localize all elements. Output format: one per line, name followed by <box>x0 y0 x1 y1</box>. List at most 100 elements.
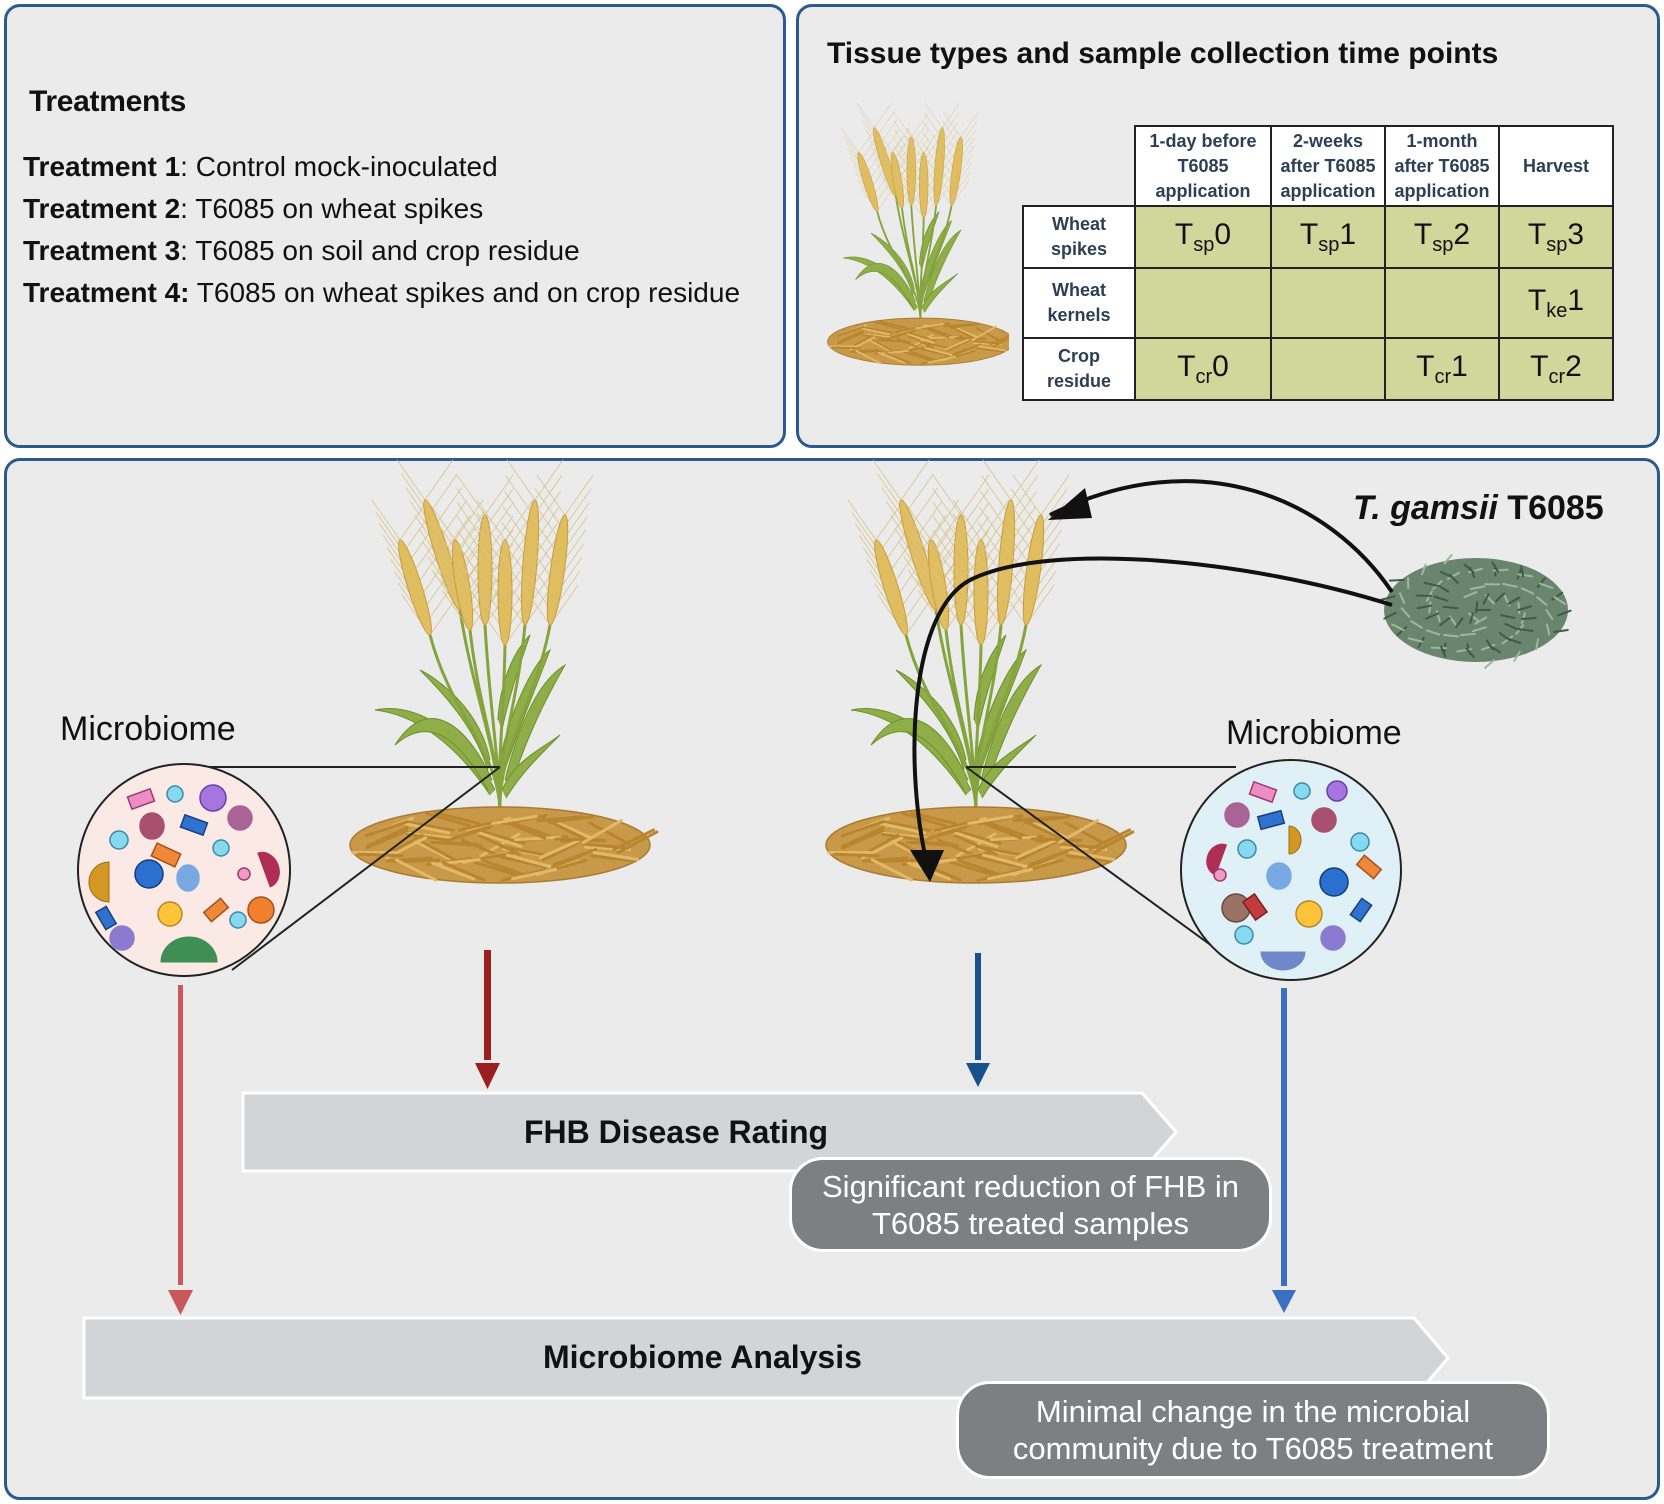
microbe-shape <box>109 925 135 951</box>
arrow-treated-fhb <box>966 953 990 1087</box>
microbe-shape <box>1260 951 1306 971</box>
tissue-panel-title: Tissue types and sample collection time … <box>827 37 1499 70</box>
row-header-line: Wheat <box>1052 214 1106 234</box>
arrow-control-fhb <box>475 950 500 1089</box>
tissue-panel: Tissue types and sample collection time … <box>796 4 1660 448</box>
microbe-shape <box>1237 839 1257 859</box>
microbe-shape <box>139 812 165 840</box>
zoom-line <box>231 766 501 971</box>
treatment-item: Treatment 2: T6085 on wheat spikes <box>23 193 484 224</box>
arrow-control-microbiome <box>168 985 193 1315</box>
fhb-result-callout: Significant reduction of FHB in T6085 tr… <box>789 1157 1272 1252</box>
microbe-shape <box>166 785 184 803</box>
wheat-plant-treated <box>825 459 1135 884</box>
column-header-line: 2-weeks <box>1292 130 1364 151</box>
microbiome-circle-control <box>77 763 291 977</box>
column-header-line: application <box>1280 180 1376 201</box>
sample-cell: Tke1 <box>1498 267 1614 339</box>
microbe-shape <box>199 784 227 812</box>
microbiome-banner-label: Microbiome Analysis <box>543 1339 862 1375</box>
wheat-plant-control <box>349 459 659 884</box>
microbe-shape <box>88 861 110 903</box>
microbe-shape <box>150 842 182 868</box>
treatment-item: Treatment 3: T6085 on soil and crop resi… <box>23 235 580 266</box>
microbe-shape <box>1349 897 1373 923</box>
microbe-shape <box>1311 807 1337 833</box>
row-header-line: residue <box>1046 371 1112 391</box>
row-header: Wheat kernels <box>1022 267 1136 339</box>
microbe-shape <box>109 830 129 850</box>
microbe-shape <box>176 864 200 892</box>
column-header-line: application <box>1155 180 1251 201</box>
microbiome-result-callout: Minimal change in the microbial communit… <box>956 1381 1550 1479</box>
row-header-line: Crop <box>1058 346 1100 366</box>
column-header: 2-weeks after T6085 application <box>1270 125 1386 207</box>
microbiome-label-treated: Microbiome <box>1226 714 1402 752</box>
microbe-shape <box>1355 854 1383 880</box>
sample-cell: Tcr2 <box>1498 337 1614 401</box>
application-arrow-residue <box>912 556 1393 856</box>
microbe-shape <box>1288 825 1302 855</box>
row-header-line: spikes <box>1050 239 1108 259</box>
empty-cell <box>1384 267 1500 339</box>
empty-cell <box>1134 267 1272 339</box>
column-header-line: 1-month <box>1406 130 1478 151</box>
column-header-line: after T6085 <box>1280 155 1376 176</box>
row-header-line: kernels <box>1047 305 1111 325</box>
microbe-shape <box>1320 925 1346 951</box>
microbe-shape <box>1350 832 1370 852</box>
microbe-shape <box>1266 862 1292 890</box>
microbiome-banner-shape <box>82 1316 1450 1400</box>
microbe-shape <box>1256 809 1286 831</box>
microbe-shape <box>227 805 253 831</box>
microbe-shape <box>1248 780 1278 804</box>
microbe-shape <box>212 839 230 857</box>
microbe-shape <box>1326 780 1348 802</box>
treatments-panel: Treatments Treatment 1: Control mock-ino… <box>4 4 786 448</box>
wheat-plant-small-illustration <box>827 103 1009 366</box>
row-header-line: Wheat <box>1052 280 1106 300</box>
sample-cell: Tcr0 <box>1134 337 1272 401</box>
microbe-shape <box>134 859 164 889</box>
microbe-shape <box>1293 782 1311 800</box>
microbiome-circle-treated <box>1180 759 1402 981</box>
treatment-item: Treatment 4: T6085 on wheat spikes and o… <box>23 277 741 308</box>
empty-cell <box>1270 337 1386 401</box>
trichoderma-fungus-illustration <box>1380 553 1572 669</box>
zoom-line <box>965 766 1246 971</box>
microbe-shape <box>1319 867 1349 897</box>
microbe-shape <box>1295 900 1323 928</box>
arrowhead-icon <box>910 850 944 882</box>
microbe-shape <box>179 813 209 837</box>
sample-cell: Tsp3 <box>1498 205 1614 269</box>
microbe-shape <box>160 936 218 963</box>
sample-cell: Tsp2 <box>1384 205 1500 269</box>
microbiome-label-control: Microbiome <box>60 710 236 748</box>
fhb-banner-shape <box>241 1091 1178 1173</box>
microbe-shape <box>94 905 118 931</box>
application-arrow-spikes <box>1049 479 1394 594</box>
treatment-item: Treatment 1: Control mock-inoculated <box>23 151 498 182</box>
microbe-shape <box>1224 802 1250 828</box>
column-header: Harvest <box>1498 125 1614 207</box>
column-header-line: 1-day before <box>1149 130 1257 151</box>
fhb-banner-label: FHB Disease Rating <box>524 1114 829 1150</box>
microbe-shape <box>1241 892 1269 922</box>
arrow-treated-microbiome <box>1272 988 1296 1313</box>
microbe-shape <box>237 867 251 881</box>
microbe-shape <box>257 851 280 888</box>
column-header-line: after T6085 <box>1394 155 1490 176</box>
microbe-shape <box>126 787 156 811</box>
row-header: Wheat spikes <box>1022 205 1136 269</box>
column-header-line: T6085 <box>1177 155 1229 176</box>
microbe-shape <box>1206 843 1228 876</box>
microbe-shape <box>1213 868 1227 882</box>
agent-label: T. gamsii T6085 <box>1353 489 1604 527</box>
sample-cell: Tsp1 <box>1270 205 1386 269</box>
